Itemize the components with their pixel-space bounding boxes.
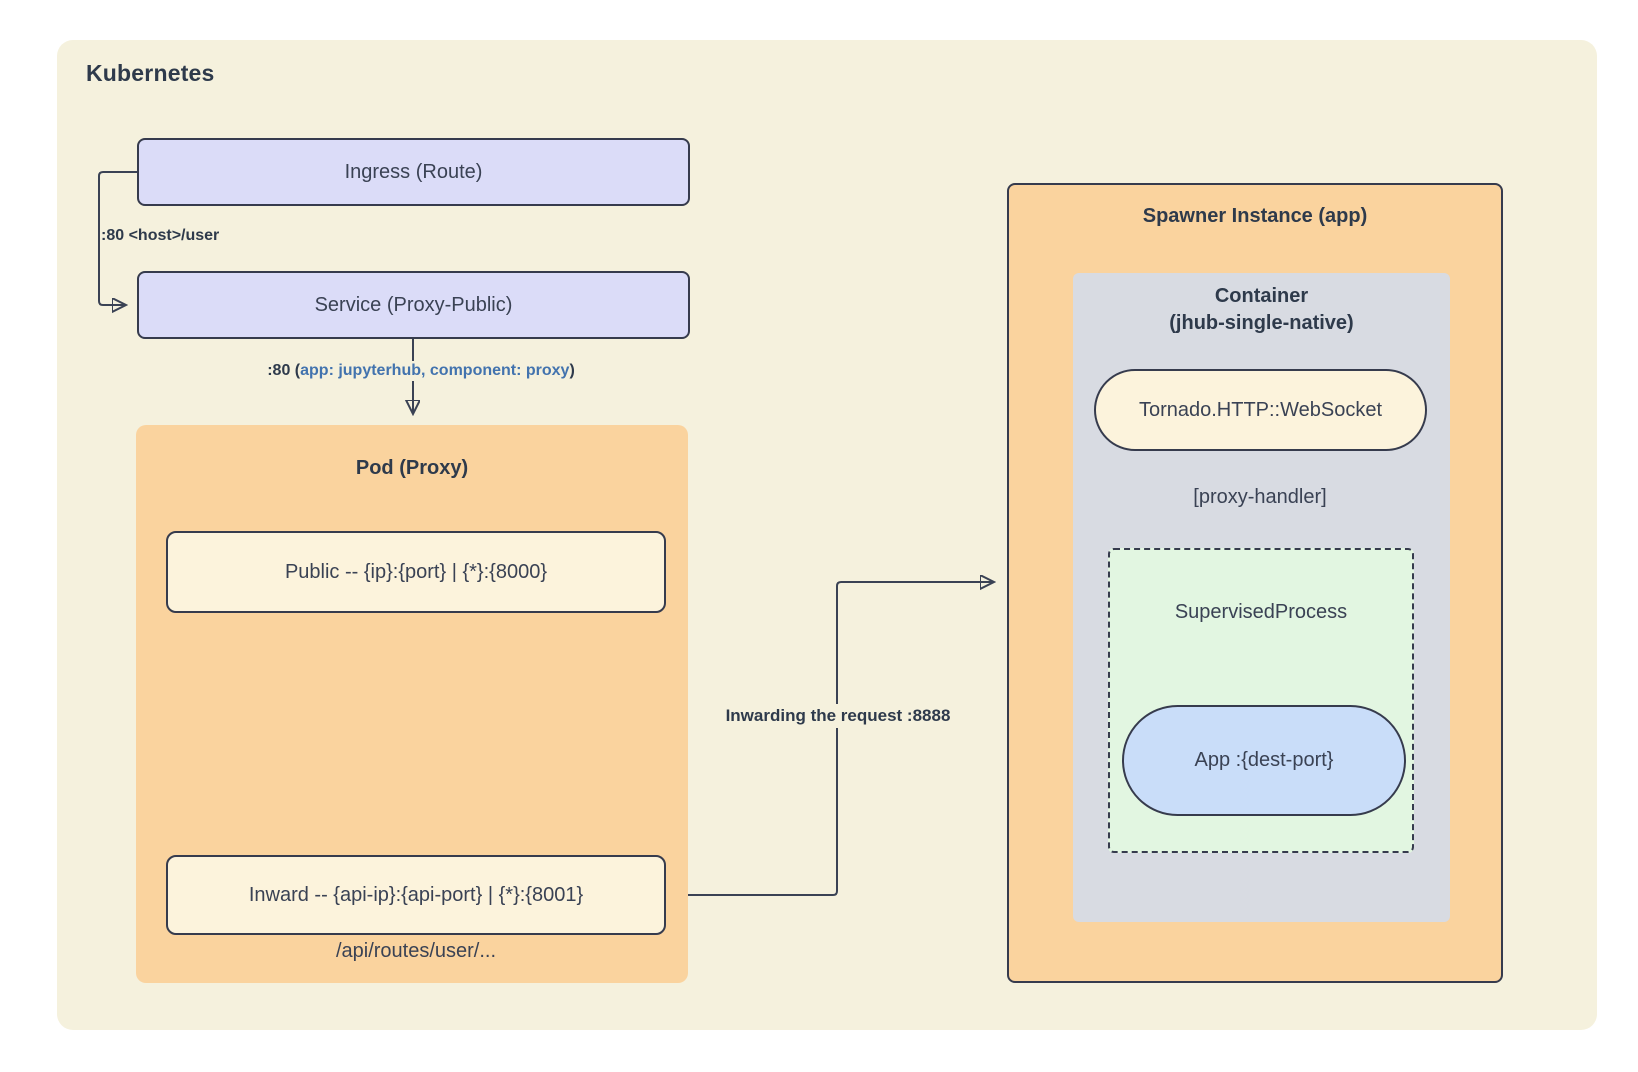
app-label: App :{dest-port} — [1194, 749, 1334, 771]
edge-service-pod-label: :80 (app: jupyterhub, component: proxy) — [263, 361, 579, 381]
spawner-instance-title: Spawner Instance (app) — [1142, 205, 1368, 227]
ingress-label: Ingress (Route) — [344, 160, 483, 183]
edge-proxy-handler-label: [proxy-handler] — [1193, 486, 1327, 508]
container-title: Container (jhub-single-native) — [1073, 283, 1450, 337]
edge-inward-spawner-label: Inwarding the request :8888 — [720, 704, 956, 728]
container-title-line2: (jhub-single-native) — [1169, 312, 1354, 334]
inward-endpoint-node: Inward -- {api-ip}:{api-port} | {*}:{800… — [166, 855, 666, 935]
app-node: App :{dest-port} — [1122, 705, 1406, 816]
inward-endpoint-label: Inward -- {api-ip}:{api-port} | {*}:{800… — [248, 883, 584, 906]
edge-service-pod-label-suffix: ) — [569, 362, 575, 379]
edge-ingress-service-label: :80 <host>/user — [101, 227, 220, 244]
tornado-websocket-label: Tornado.HTTP::WebSocket — [1138, 398, 1383, 421]
service-label: Service (Proxy-Public) — [314, 293, 513, 316]
service-node: Service (Proxy-Public) — [137, 271, 690, 339]
pod-proxy-title: Pod (Proxy) — [355, 457, 469, 479]
container-title-line1: Container — [1214, 285, 1309, 307]
edge-service-pod-label-prefix: :80 ( — [267, 362, 301, 379]
public-endpoint-label: Public -- {ip}:{port} | {*}:{8000} — [284, 560, 548, 583]
ingress-node: Ingress (Route) — [137, 138, 690, 206]
api-routes-note: /api/routes/user/... — [335, 940, 497, 962]
kubernetes-title: Kubernetes — [86, 60, 215, 86]
tornado-websocket-node: Tornado.HTTP::WebSocket — [1094, 369, 1427, 451]
edge-service-pod-label-selector: app: jupyterhub, component: proxy — [300, 362, 570, 379]
public-endpoint-node: Public -- {ip}:{port} | {*}:{8000} — [166, 531, 666, 613]
supervised-process-title: SupervisedProcess — [1174, 601, 1348, 623]
